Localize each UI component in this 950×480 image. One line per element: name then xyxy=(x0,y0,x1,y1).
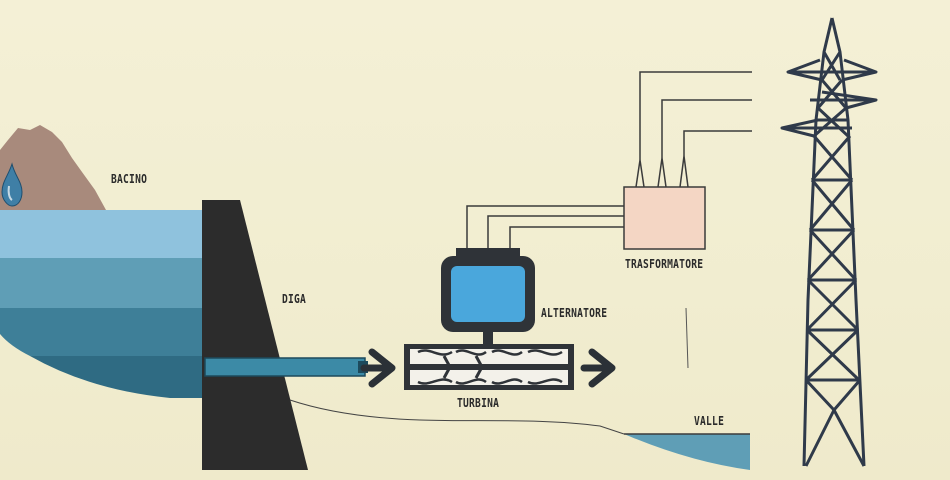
label-alternatore: ALTERNATORE xyxy=(541,306,608,320)
penstock-pipe xyxy=(204,357,366,377)
ground-line xyxy=(289,399,625,435)
arrow-right-icon xyxy=(580,348,616,388)
label-trasformatore: TRASFORMATORE xyxy=(625,257,704,271)
arrow-right-icon xyxy=(360,348,396,388)
label-turbina: TURBINA xyxy=(457,396,500,410)
dam xyxy=(202,200,308,470)
transformer-insulators xyxy=(635,155,689,188)
transformer xyxy=(623,186,706,250)
reservoir xyxy=(0,210,205,398)
water-drop-icon xyxy=(1,162,23,207)
turbine-icon xyxy=(404,344,574,390)
label-diga: DIGA xyxy=(282,292,307,306)
pylon-icon xyxy=(780,17,878,467)
label-valle: VALLE xyxy=(694,414,725,428)
label-bacino: BACINO xyxy=(111,172,148,186)
mountain xyxy=(0,125,106,210)
valley-water xyxy=(624,434,750,470)
wires-alternator-transformer xyxy=(466,205,624,248)
wires-transformer-pylon xyxy=(639,71,752,160)
alternator xyxy=(441,248,535,332)
